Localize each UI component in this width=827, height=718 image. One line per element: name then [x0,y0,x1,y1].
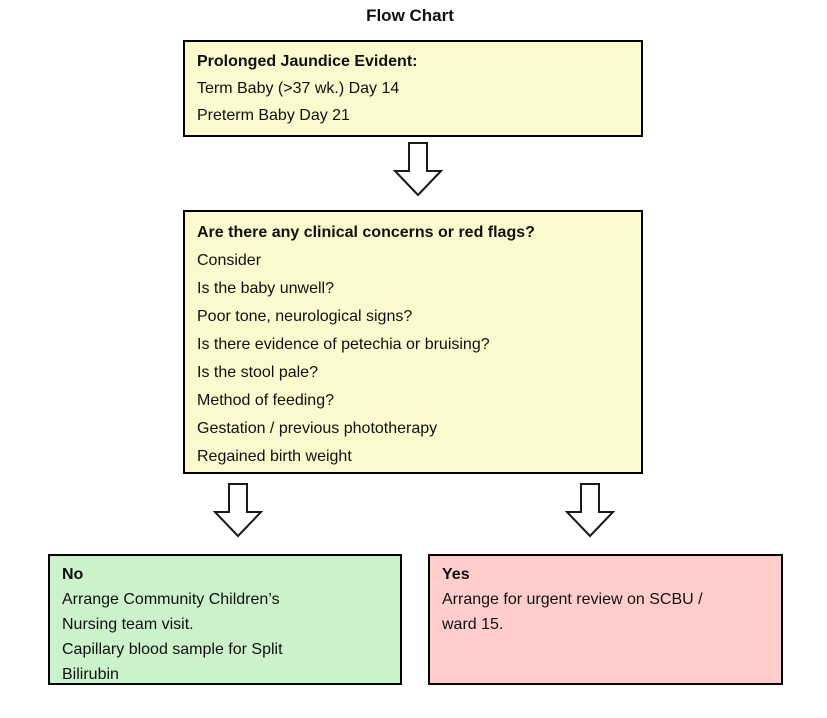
text-line: Capillary blood sample for Split [62,641,283,658]
box-lines: Arrange for urgent review on SCBU / ward … [442,587,769,637]
flow-box-clinical-concerns: Are there any clinical concerns or red f… [183,210,643,474]
text-line: Preterm Baby Day 21 [197,107,350,124]
flow-box-prolonged-jaundice: Prolonged Jaundice Evident: Term Baby (>… [183,40,643,137]
text-line: ward 15. [442,616,504,633]
text-line: Nursing team visit. [62,616,194,633]
text-line: Is the stool pale? [197,364,318,381]
text-line: Arrange for urgent review on SCBU / [442,591,703,608]
down-arrow-icon [393,142,443,197]
text-line: Regained birth weight [197,448,352,465]
down-arrow-no-icon [213,483,263,538]
page-title: Flow Chart [366,6,454,25]
text-line: Bilirubin [62,666,119,683]
text-line: Is the baby unwell? [197,280,334,297]
box-lines: Consider Is the baby unwell? Poor tone, ne… [197,247,629,471]
text-line: Arrange Community Children’s [62,591,280,608]
text-line: Poor tone, neurological signs? [197,308,413,325]
box-lines: Term Baby (>37 wk.) Day 14 Preterm Baby D… [197,75,629,129]
text-line: Method of feeding? [197,392,334,409]
flow-box-yes-outcome: Yes Arrange for urgent review on SCBU / w… [428,554,783,685]
box-heading: Yes [442,566,470,583]
text-line: Is there evidence of petechia or bruisin… [197,336,490,353]
text-line: Gestation / previous phototherapy [197,420,438,437]
box-heading: Are there any clinical concerns or red f… [197,224,535,241]
text-line: Consider [197,252,262,269]
box-heading: Prolonged Jaundice Evident: [197,53,418,70]
box-heading: No [62,566,84,583]
text-line: Term Baby (>37 wk.) Day 14 [197,80,400,97]
down-arrow-yes-icon [565,483,615,538]
